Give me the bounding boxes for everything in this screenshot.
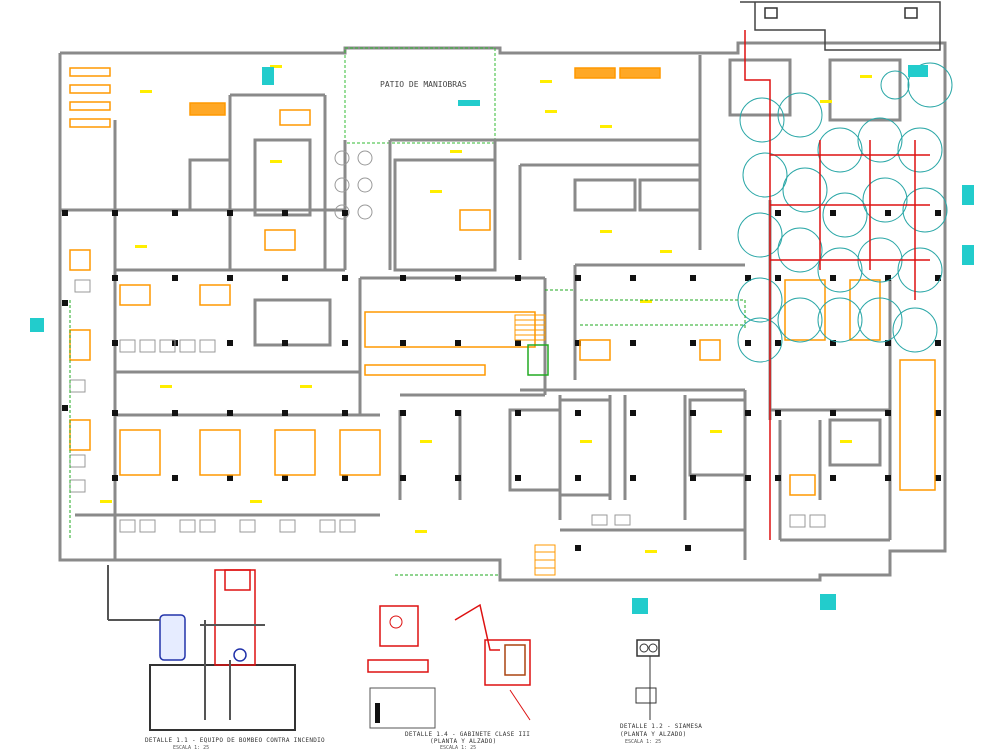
detail-siamese-subtitle: (PLANTA Y ALZADO)	[620, 731, 687, 738]
detail-siamese-scale: ESCALA 1: 25	[625, 739, 662, 745]
detail-pump-drawing	[107, 565, 296, 731]
detail-cabinet-scale: ESCALA 1: 25	[440, 745, 477, 751]
light-fixtures	[100, 65, 872, 553]
interior-walls	[60, 55, 902, 560]
detail-siamese-drawing	[635, 639, 660, 720]
access-symbols	[30, 65, 974, 614]
annex-outline	[740, 1, 941, 51]
detail-cabinet-title: DETALLE 1.4 - GABINETE CLASE III	[405, 731, 531, 738]
structural-columns	[62, 210, 941, 551]
detail-cabinet-drawing	[367, 603, 531, 729]
patio-area	[344, 47, 496, 144]
grey-furniture	[69, 150, 826, 533]
detail-pump-title: DETALLE 1.1 - EQUIPO DE BOMBEO CONTRA IN…	[145, 737, 325, 744]
workstations	[69, 67, 936, 496]
detail-pump-scale: ESCALA 1: 25	[173, 745, 210, 751]
stairs	[514, 314, 556, 576]
fire-protection-piping	[744, 30, 930, 540]
stair-green-box	[527, 344, 549, 376]
building-outline	[58, 41, 947, 582]
patio-label: PATIO DE MANIOBRAS	[380, 80, 467, 89]
detail-siamese-title: DETALLE 1.2 - SIAMESA	[620, 723, 703, 730]
desk-blocks	[190, 68, 660, 115]
sprinkler-coverage	[737, 62, 953, 363]
detail-cabinet-subtitle: (PLANTA Y ALZADO)	[430, 738, 497, 745]
dashed-boundaries	[69, 289, 746, 576]
